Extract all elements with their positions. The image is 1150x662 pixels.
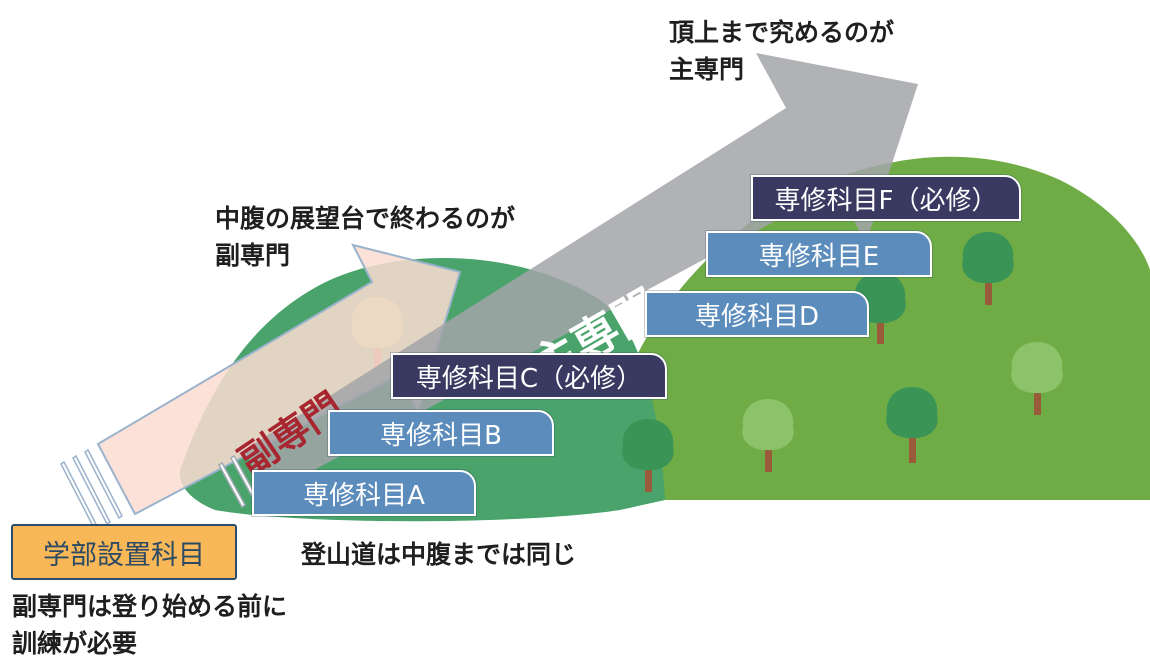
faculty-courses-box: 学部設置科目 bbox=[11, 524, 237, 580]
main-major-caption-line-2: 主専門 bbox=[669, 55, 745, 84]
course-block-e: 専修科目E bbox=[706, 231, 932, 277]
minor-major-caption-line-2: 副専門 bbox=[215, 241, 291, 270]
main-major-caption-line-1: 頂上まで究めるのが bbox=[669, 18, 895, 47]
course-block-a: 専修科目A bbox=[252, 470, 476, 516]
training-caption: 副専門は登り始める前に 訓練が必要 bbox=[12, 588, 287, 662]
minor-major-caption: 中腹の展望台で終わるのが 副専門 bbox=[215, 200, 515, 274]
minor-major-arrow bbox=[60, 243, 462, 532]
course-block-d: 専修科目D bbox=[645, 291, 869, 337]
tree-icon bbox=[962, 232, 1014, 305]
training-caption-line-2: 訓練が必要 bbox=[12, 629, 138, 658]
main-major-caption: 頂上まで究めるのが 主専門 bbox=[669, 14, 894, 88]
training-caption-line-1: 副専門は登り始める前に bbox=[12, 592, 288, 621]
course-block-b: 専修科目B bbox=[328, 410, 554, 456]
tree-icon bbox=[1011, 342, 1063, 415]
tree-icon bbox=[742, 399, 794, 472]
minor-major-caption-line-1: 中腹の展望台で終わるのが bbox=[215, 204, 516, 233]
course-block-c-required: 専修科目C（必修） bbox=[391, 353, 667, 399]
tree-icon bbox=[622, 419, 674, 492]
course-block-f-required: 専修科目F（必修） bbox=[751, 175, 1021, 221]
tree-icon bbox=[886, 387, 938, 463]
trail-caption: 登山道は中腹までは同じ bbox=[301, 540, 577, 569]
